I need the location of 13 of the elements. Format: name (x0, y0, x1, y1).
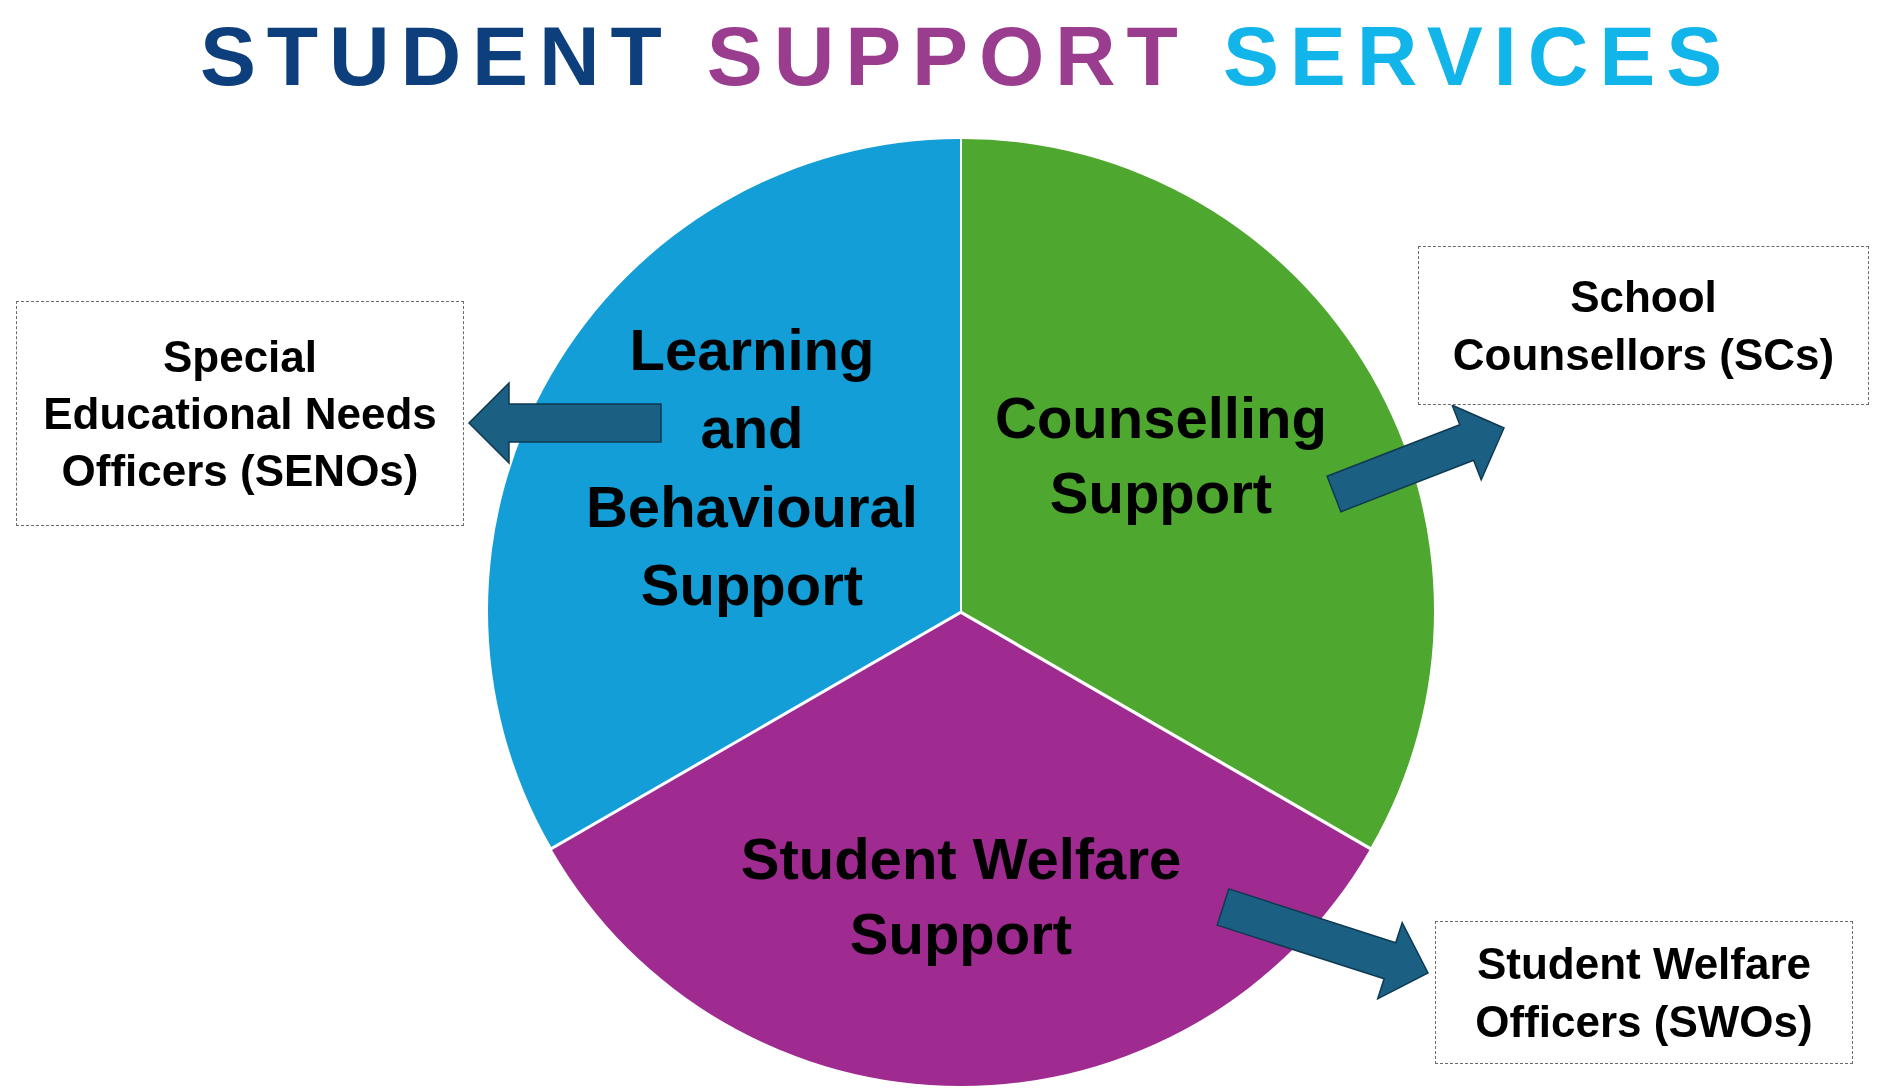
title: STUDENT SUPPORT SERVICES (200, 14, 1733, 98)
role-label: Student Welfare Officers (SWOs) (1474, 938, 1814, 1048)
role-box (16, 301, 464, 526)
block-arrow (1216, 887, 1429, 1001)
role-box (1435, 921, 1853, 1064)
role-label: Special Educational Needs Officers (SENOs) (42, 330, 438, 498)
role-box (1418, 246, 1869, 405)
block-arrow (467, 381, 662, 465)
sector-label: Counselling Support (994, 383, 1328, 527)
sector-label: Learning and Behavioural Support (585, 316, 919, 620)
role-label: School Counsellors (SCs) (1451, 271, 1836, 381)
sector-label: Student Welfare Support (739, 824, 1183, 968)
block-arrow (1326, 403, 1505, 513)
